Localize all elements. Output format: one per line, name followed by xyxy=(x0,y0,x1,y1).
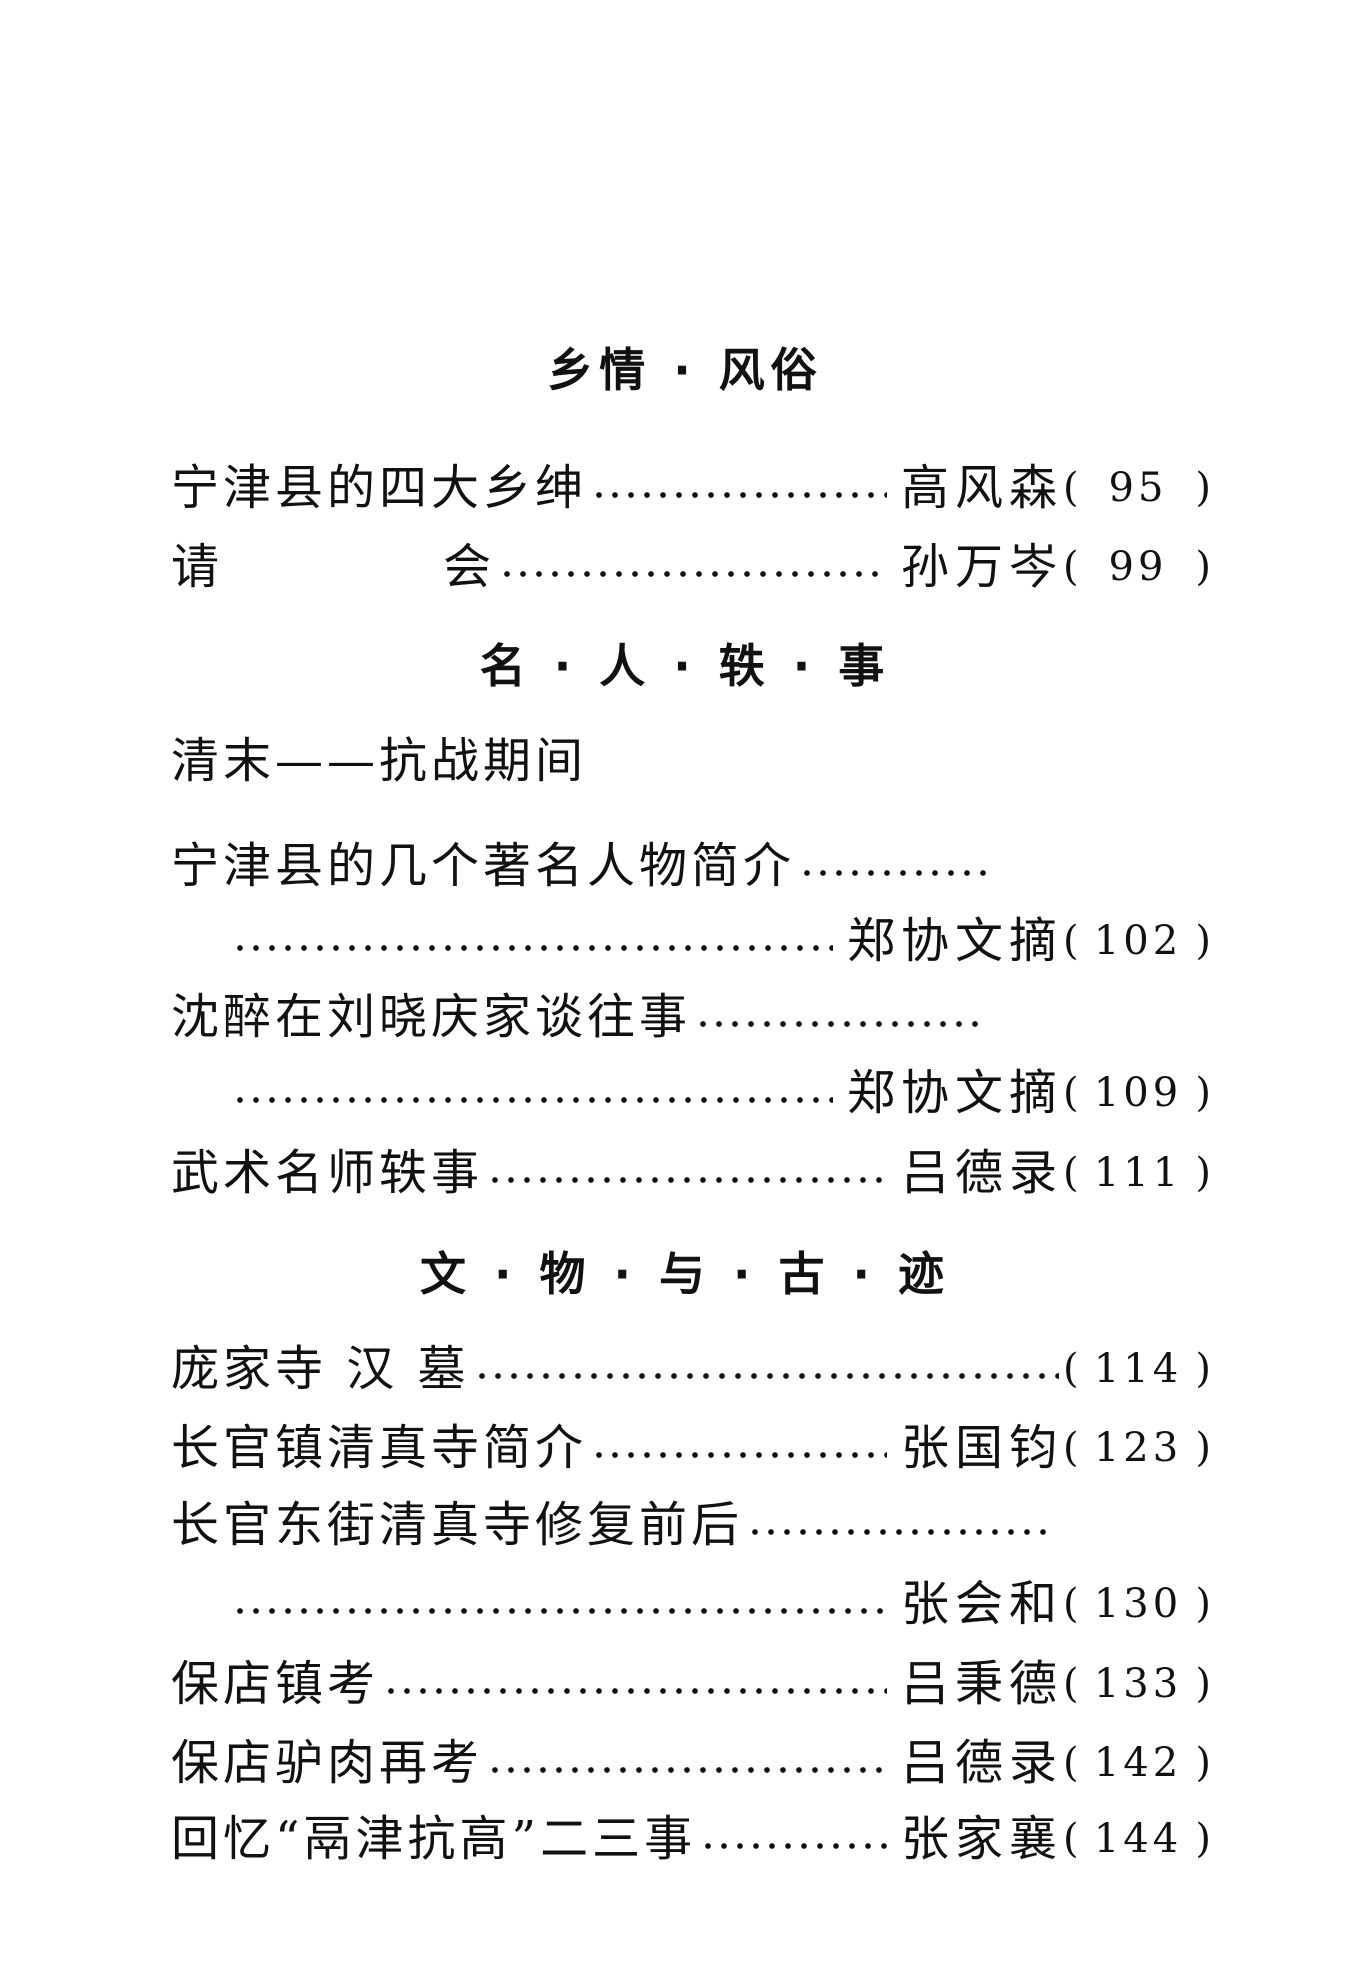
toc-entry[interactable]: 庞家寺 汉 墓 (114) xyxy=(171,1337,1213,1401)
entry-author: 张会和 xyxy=(900,1576,1063,1632)
toc-entry[interactable]: 回忆“鬲津抗高”二三事 张家襄 (144) xyxy=(171,1807,1213,1871)
entry-page: (102) xyxy=(1063,918,1213,964)
toc-entry-continuation[interactable]: 郑协文摘 (102) xyxy=(228,909,1213,973)
entry-page: (123) xyxy=(1063,1425,1213,1471)
heading-local-customs: 乡情 · 风俗 xyxy=(547,343,823,397)
dot-leader xyxy=(232,943,833,953)
dot-leader xyxy=(695,1019,987,1029)
entry-title: 沈醉在刘晓庆家谈往事 xyxy=(171,989,692,1045)
entry-title: 长官镇清真寺简介 xyxy=(171,1420,588,1476)
toc-entry[interactable]: 请会 孙万岑 (99) xyxy=(171,535,1213,599)
toc-entry[interactable]: 长官东街清真寺修复前后 xyxy=(171,1493,1061,1557)
entry-title: 宁津县的四大乡绅 xyxy=(171,460,588,516)
dot-leader xyxy=(591,490,887,500)
entry-author: 吕德录 xyxy=(900,1145,1063,1201)
entry-author: 吕秉德 xyxy=(900,1656,1063,1712)
entry-page: (111) xyxy=(1063,1150,1213,1196)
toc-entry[interactable]: 保店驴肉再考 吕德录 (142) xyxy=(171,1731,1213,1795)
entry-page: (133) xyxy=(1063,1661,1213,1707)
entry-title: 庞家寺 汉 墓 xyxy=(171,1341,470,1397)
entry-title: 武术名师轶事 xyxy=(171,1145,484,1201)
entry-title: 保店驴肉再考 xyxy=(171,1735,484,1791)
heading-relics-sites: 文 · 物 · 与 · 古 · 迹 xyxy=(419,1247,950,1301)
dot-leader xyxy=(473,1371,1059,1381)
entry-author: 孙万岑 xyxy=(900,539,1063,595)
entry-author: 高风森 xyxy=(900,460,1063,516)
dot-leader xyxy=(232,1095,833,1105)
toc-entry[interactable]: 宁津县的几个著名人物简介 xyxy=(171,834,1001,898)
dot-leader xyxy=(591,1450,887,1460)
dot-leader xyxy=(232,1606,887,1616)
entry-author: 郑协文摘 xyxy=(846,1065,1063,1121)
entry-author: 张家襄 xyxy=(900,1811,1063,1867)
toc-entry[interactable]: 沈醉在刘晓庆家谈往事 xyxy=(171,985,1001,1049)
entry-page: (109) xyxy=(1063,1070,1213,1116)
entry-title: 回忆“鬲津抗高”二三事 xyxy=(171,1811,697,1867)
toc-entry-continuation[interactable]: 张会和 (130) xyxy=(228,1572,1213,1636)
toc-entry[interactable]: 武术名师轶事 吕德录 (111) xyxy=(171,1141,1213,1205)
entry-page: (99) xyxy=(1063,544,1213,590)
entry-author: 张国钧 xyxy=(900,1420,1063,1476)
toc-entry[interactable]: 宁津县的四大乡绅 高风森 (95) xyxy=(171,456,1213,520)
dot-leader xyxy=(487,1765,887,1775)
entry-author: 郑协文摘 xyxy=(846,913,1063,969)
toc-entry-continuation[interactable]: 郑协文摘 (109) xyxy=(228,1061,1213,1125)
entry-title: 长官东街清真寺修复前后 xyxy=(171,1497,744,1553)
dot-leader xyxy=(747,1527,1047,1537)
dot-leader xyxy=(383,1686,887,1696)
entry-title: 保店镇考 xyxy=(171,1656,380,1712)
subheading-period: 清末——抗战期间 xyxy=(171,733,588,789)
dot-leader xyxy=(799,868,987,878)
dot-leader xyxy=(487,1175,887,1185)
dot-leader xyxy=(700,1841,887,1851)
entry-title: 宁津县的几个著名人物简介 xyxy=(171,838,796,894)
entry-title: 请会 xyxy=(171,539,496,595)
entry-page: (95) xyxy=(1063,465,1213,511)
heading-notable-people: 名 · 人 · 轶 · 事 xyxy=(479,639,891,693)
entry-author: 吕德录 xyxy=(900,1735,1063,1791)
entry-page: (130) xyxy=(1063,1581,1213,1627)
dot-leader xyxy=(499,569,887,579)
toc-entry[interactable]: 保店镇考 吕秉德 (133) xyxy=(171,1652,1213,1716)
entry-page: (114) xyxy=(1063,1346,1213,1392)
entry-page: (142) xyxy=(1063,1740,1213,1786)
entry-page: (144) xyxy=(1063,1816,1213,1862)
toc-entry[interactable]: 长官镇清真寺简介 张国钧 (123) xyxy=(171,1416,1213,1480)
